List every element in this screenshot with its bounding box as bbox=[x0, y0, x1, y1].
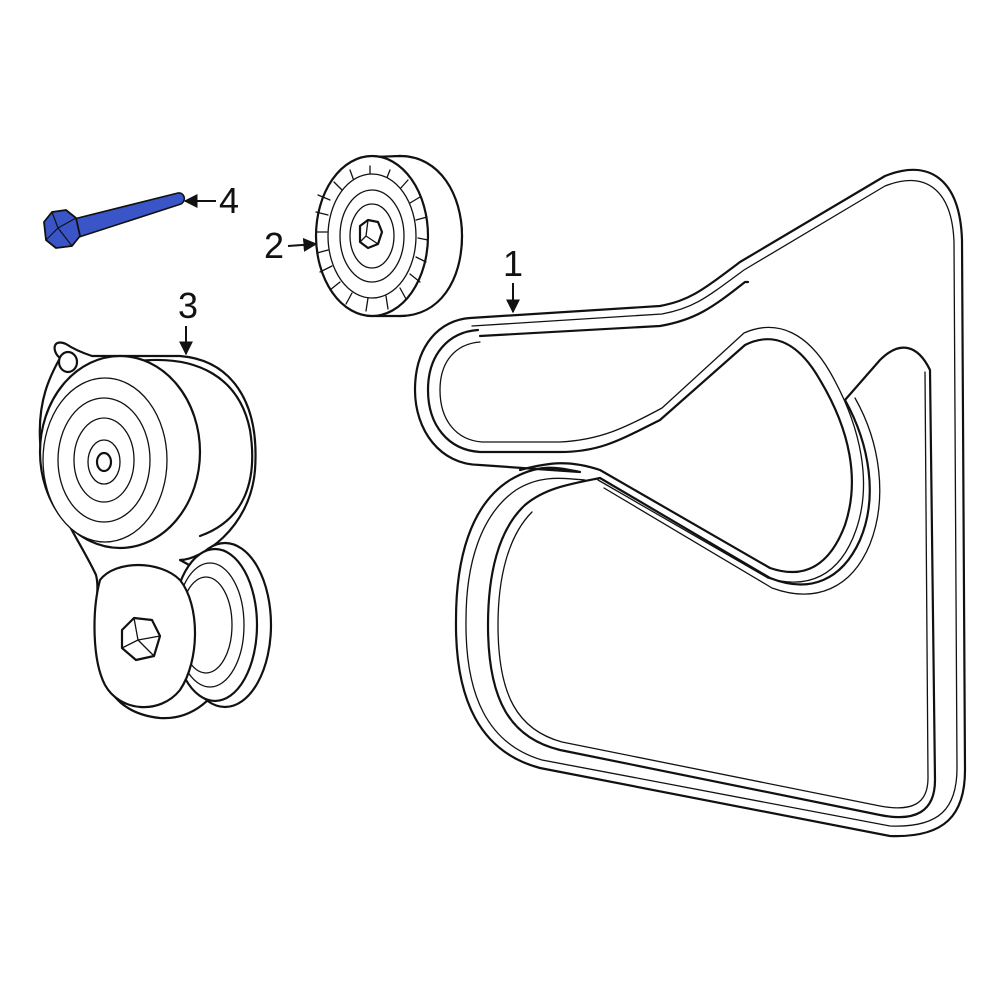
callout-4-label: 4 bbox=[219, 180, 239, 221]
belt-tensioner[interactable] bbox=[38, 341, 273, 720]
callout-4: 4 bbox=[183, 180, 239, 221]
callout-1: 1 bbox=[503, 243, 523, 314]
bolt[interactable] bbox=[43, 192, 186, 249]
callout-1-label: 1 bbox=[503, 243, 523, 284]
idler-pulley[interactable] bbox=[314, 154, 464, 318]
serpentine-belt[interactable] bbox=[413, 168, 967, 838]
callout-2: 2 bbox=[264, 225, 318, 266]
callout-2-label: 2 bbox=[264, 225, 284, 266]
callout-3-label: 3 bbox=[178, 285, 198, 326]
callout-3: 3 bbox=[178, 285, 198, 356]
